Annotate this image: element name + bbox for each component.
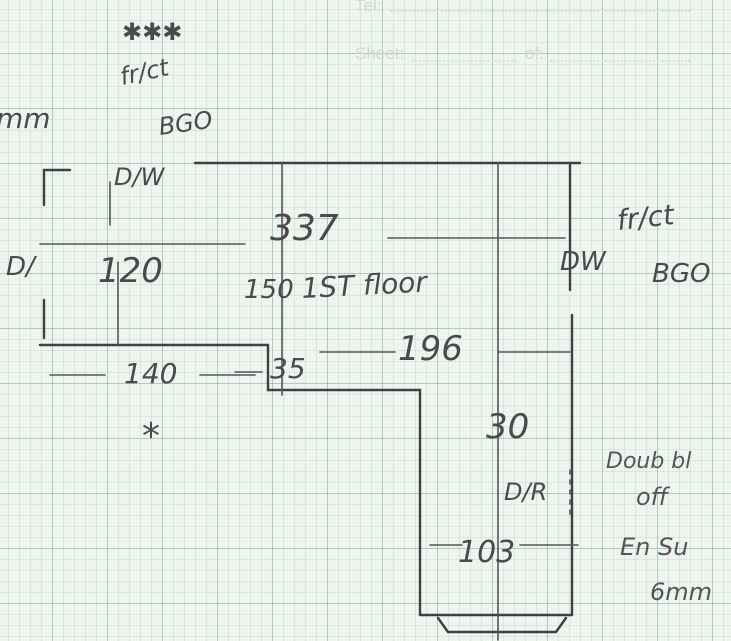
sheet-field-line (412, 60, 517, 62)
label-dw-top: D/W (114, 163, 166, 191)
dim-196: 196 (398, 329, 463, 369)
label-dw-right: DW (560, 247, 607, 277)
label-dr-right: D/R (504, 478, 547, 506)
note-right-1: fr/ct (615, 198, 676, 237)
tel-label: Tel: (355, 0, 382, 15)
note-top-left-1: fr/ct (117, 53, 172, 91)
bay-bottom (436, 616, 568, 634)
dim-337: 337 (270, 208, 339, 249)
label-dr-left: D/ (6, 252, 38, 282)
asterisk-mark: * (142, 416, 160, 457)
of-label: of: (525, 44, 544, 63)
wall-top-left-corner (42, 168, 72, 207)
note-far-right-2: off (636, 483, 671, 511)
of-field-line (550, 60, 690, 62)
tel-field-line (390, 10, 690, 12)
note-far-right-1: Doub bl (606, 449, 691, 474)
dim-103: 103 (458, 535, 515, 570)
dim-30: 30 (486, 407, 529, 447)
label-1st-floor: 1ST floor (301, 265, 429, 305)
dim-35: 35 (270, 352, 306, 385)
plan-outline (38, 161, 582, 634)
dim-120: 120 (98, 251, 163, 291)
sheet-label: Sheet: (355, 44, 405, 63)
note-right-2: BGO (652, 259, 710, 289)
stars-note: ✱✱✱ (122, 18, 182, 46)
dimension-lines (39, 162, 579, 641)
wall-step-and-right-inner (266, 343, 422, 617)
handwritten-notes: ✱✱✱ fr/ct BGO mm D/W D/ 337 120 150 1ST … (0, 18, 712, 606)
note-top-left-2: BGO (157, 106, 214, 141)
note-far-right-4: 6mm (650, 578, 712, 606)
corner-mark: mm (0, 102, 51, 135)
dim-140: 140 (124, 357, 177, 390)
note-far-right-3: En Su (620, 533, 688, 561)
dim-150: 150 (244, 275, 294, 305)
